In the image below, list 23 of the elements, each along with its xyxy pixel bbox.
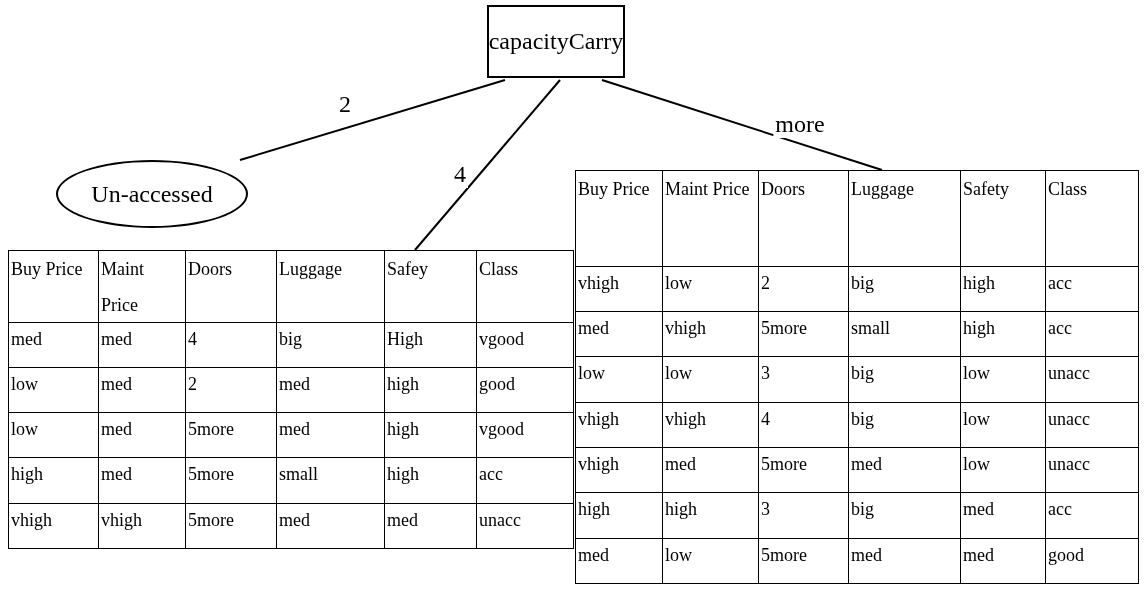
table-cell: good xyxy=(1045,538,1139,584)
table-header-cell: Class xyxy=(476,250,574,323)
table-cell: unacc xyxy=(476,503,574,549)
table-header-cell: Buy Price xyxy=(8,250,99,323)
table-cell: acc xyxy=(1045,311,1139,357)
table-cell: unacc xyxy=(1045,447,1139,493)
leaf-ellipse: Un-accessed xyxy=(56,160,248,228)
tree-branch-line xyxy=(601,79,883,171)
table-cell: good xyxy=(476,367,574,413)
table-cell: vhigh xyxy=(8,503,99,549)
node-box: capacityCarry xyxy=(487,5,625,78)
table-cell: med xyxy=(575,538,663,584)
table-cell: vgood xyxy=(476,322,574,368)
table-cell: acc xyxy=(1045,266,1139,312)
tree-branch-line xyxy=(414,79,561,251)
table-cell: acc xyxy=(1045,492,1139,539)
table-header-cell: Buy Price xyxy=(575,170,663,267)
table-header-cell: Class xyxy=(1045,170,1139,267)
table-cell: acc xyxy=(476,457,574,504)
table-cell: vgood xyxy=(476,412,574,458)
tree-branch-line xyxy=(239,79,506,161)
table-cell: unacc xyxy=(1045,356,1139,403)
table-cell: unacc xyxy=(1045,402,1139,448)
